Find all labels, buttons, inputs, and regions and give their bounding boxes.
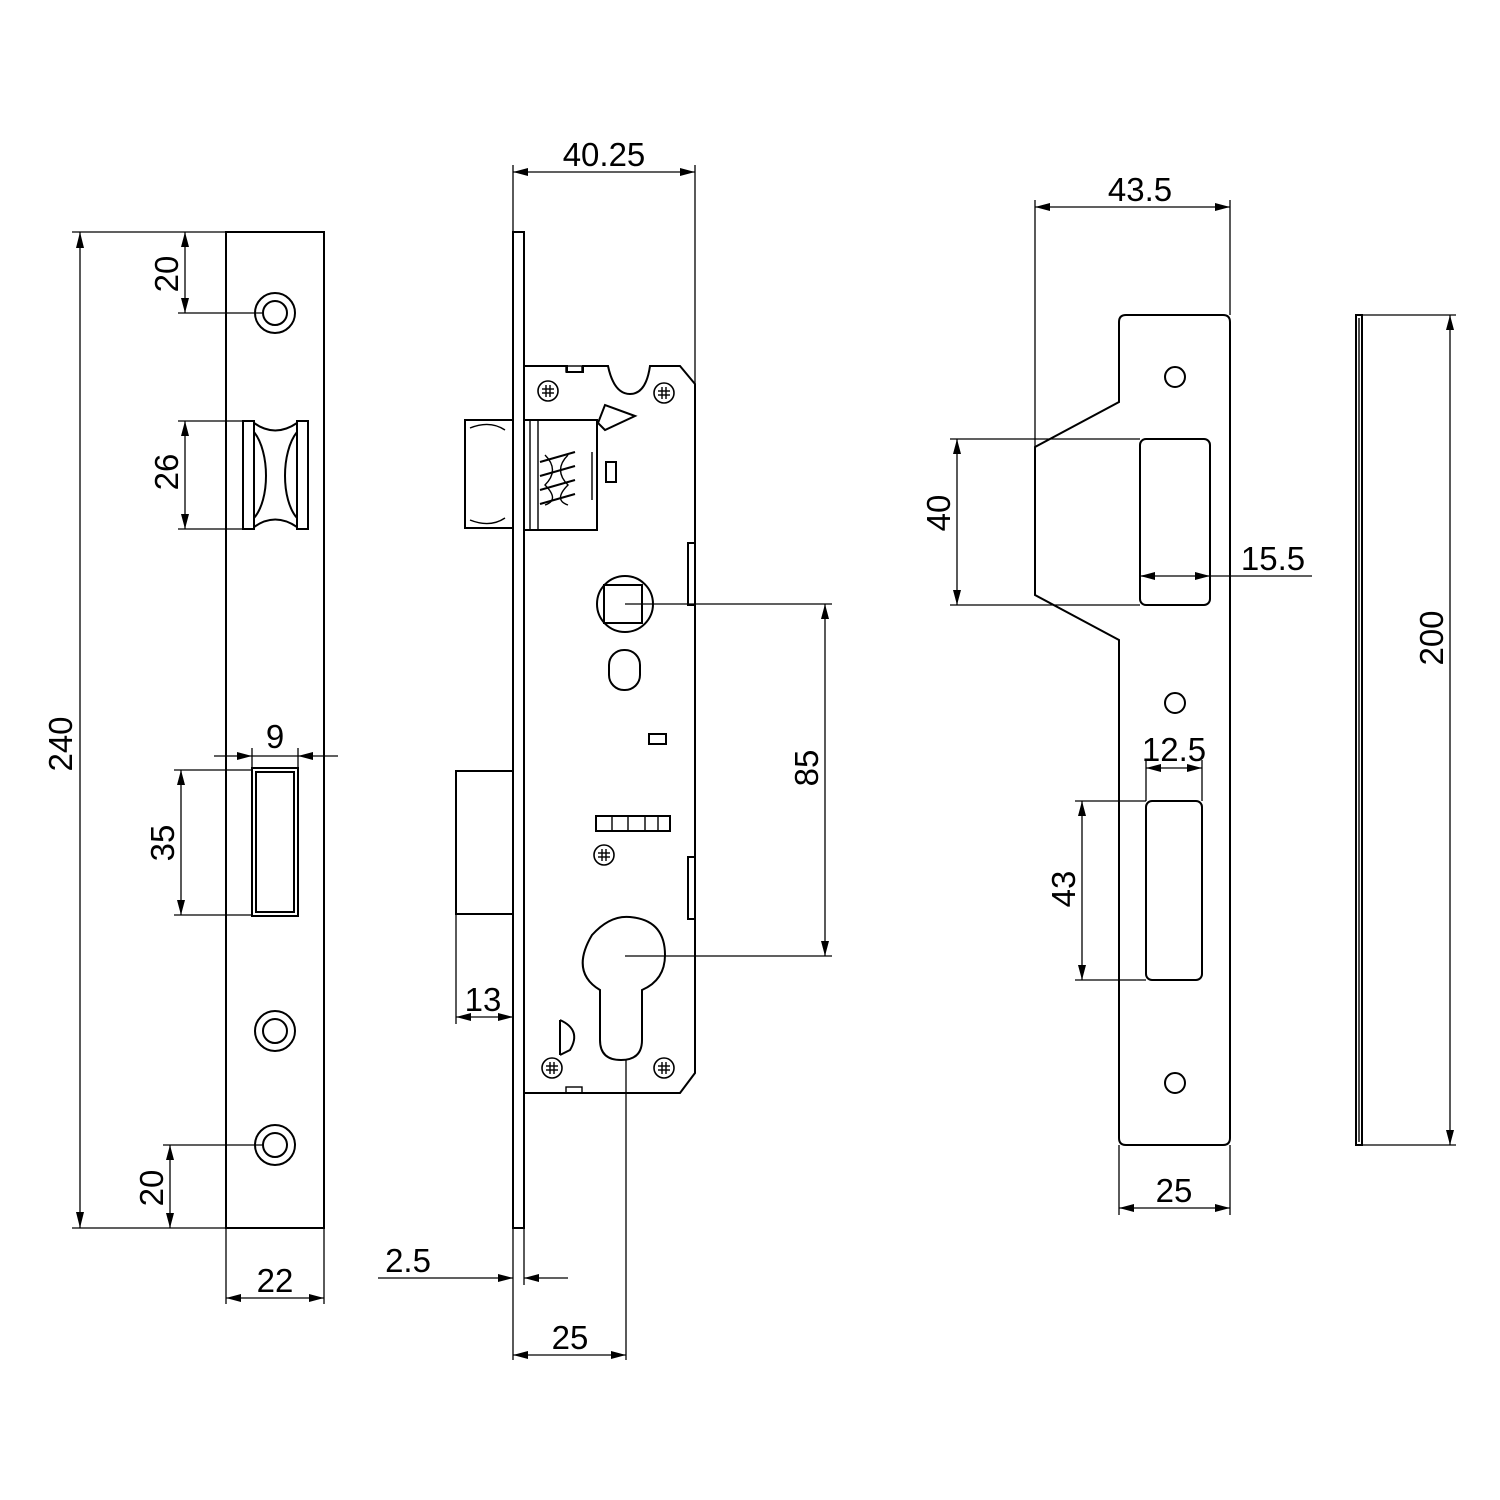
- latch-opening: [242, 420, 309, 530]
- label-2-5: 2.5: [385, 1242, 431, 1279]
- dim-faceplate-top-hole: 20: [148, 232, 262, 314]
- euro-cylinder-cutout: [581, 915, 667, 1062]
- dim-strike-total-width: 43.5: [1034, 171, 1231, 447]
- dim-faceplate-bottom-hole: 20: [133, 1144, 262, 1228]
- dim-latch-opening-height: 40: [920, 438, 1140, 606]
- dim-faceplate-total-height: 240: [42, 231, 226, 1229]
- dim-plate-thickness: 2.5: [378, 1228, 568, 1360]
- label-22: 22: [257, 1262, 294, 1299]
- faceplate-screw-hole-middle: [254, 1010, 296, 1052]
- case-screw-top-left: [537, 380, 559, 402]
- deadbolt-opening: [251, 767, 299, 917]
- strike-hole-bottom: [1164, 1072, 1186, 1094]
- dim-strike-height: 200: [1362, 314, 1456, 1146]
- faceplate-edge: [512, 231, 525, 1229]
- label-15-5: 15.5: [1241, 540, 1305, 577]
- cam: [559, 1019, 576, 1056]
- strike-plate-view: 43.5 40 15.5 12.5: [920, 171, 1312, 1215]
- label-85: 85: [788, 750, 825, 787]
- bolt-strike-opening: [1145, 800, 1203, 981]
- label-25-strike: 25: [1156, 1172, 1193, 1209]
- dim-latch-height: 26: [148, 420, 243, 530]
- label-43-5: 43.5: [1108, 171, 1172, 208]
- strike-plate-outline: [1034, 314, 1231, 1146]
- dim-backset: 25: [513, 1060, 627, 1360]
- edge-slot-lower: [687, 856, 696, 920]
- label-25-backset: 25: [552, 1319, 589, 1356]
- lock-case-outline: [523, 365, 696, 1094]
- strike-plate-edge: [1355, 314, 1363, 1146]
- label-12-5: 12.5: [1142, 731, 1206, 768]
- dim-strike-plate-width: 25: [1118, 1145, 1231, 1215]
- dim-bolt-opening-width: 12.5: [1142, 731, 1206, 801]
- oval-slot: [608, 649, 641, 691]
- latch-bolt: [464, 419, 617, 531]
- dim-bolt-throw: 13: [455, 914, 513, 1024]
- edge-slot-upper: [687, 542, 696, 606]
- case-screw-top-right: [653, 382, 675, 404]
- label-20-top: 20: [148, 256, 185, 293]
- latch-strike-opening: [1139, 438, 1211, 606]
- label-13: 13: [465, 981, 502, 1018]
- label-20-bottom: 20: [133, 1170, 170, 1207]
- case-screw-bottom-left: [541, 1057, 563, 1079]
- label-43: 43: [1045, 871, 1082, 908]
- strike-hole-top: [1164, 366, 1186, 388]
- faceplate-outline: [225, 231, 325, 1229]
- dim-case-total-width: 40.25: [512, 136, 696, 384]
- slide-bar: [595, 815, 671, 832]
- label-240: 240: [42, 716, 79, 771]
- label-40-25: 40.25: [563, 136, 646, 173]
- strike-hole-middle: [1164, 692, 1186, 714]
- label-40: 40: [920, 495, 957, 532]
- label-200: 200: [1413, 610, 1450, 665]
- dim-latch-opening-width: 15.5: [1140, 540, 1312, 580]
- strike-edge-view: 200: [1355, 314, 1456, 1146]
- label-9: 9: [266, 718, 284, 755]
- faceplate-view: 240 20 26 9: [42, 231, 338, 1304]
- dim-bolt-width: 9: [214, 718, 338, 768]
- dim-centre-distance: 85: [625, 603, 832, 957]
- label-35: 35: [144, 825, 181, 862]
- latch-trigger: [596, 403, 638, 432]
- case-screw-bottom-right: [653, 1057, 675, 1079]
- dim-bolt-height: 35: [144, 769, 252, 916]
- deadbolt: [455, 770, 514, 915]
- small-slot: [648, 733, 667, 745]
- lock-body-side-view: 40.25 85 13 2.5: [378, 136, 832, 1360]
- dim-bolt-opening-height: 43: [1045, 800, 1146, 981]
- label-26: 26: [148, 454, 185, 491]
- dim-faceplate-width: 22: [225, 1228, 325, 1304]
- case-screw-middle: [593, 844, 615, 866]
